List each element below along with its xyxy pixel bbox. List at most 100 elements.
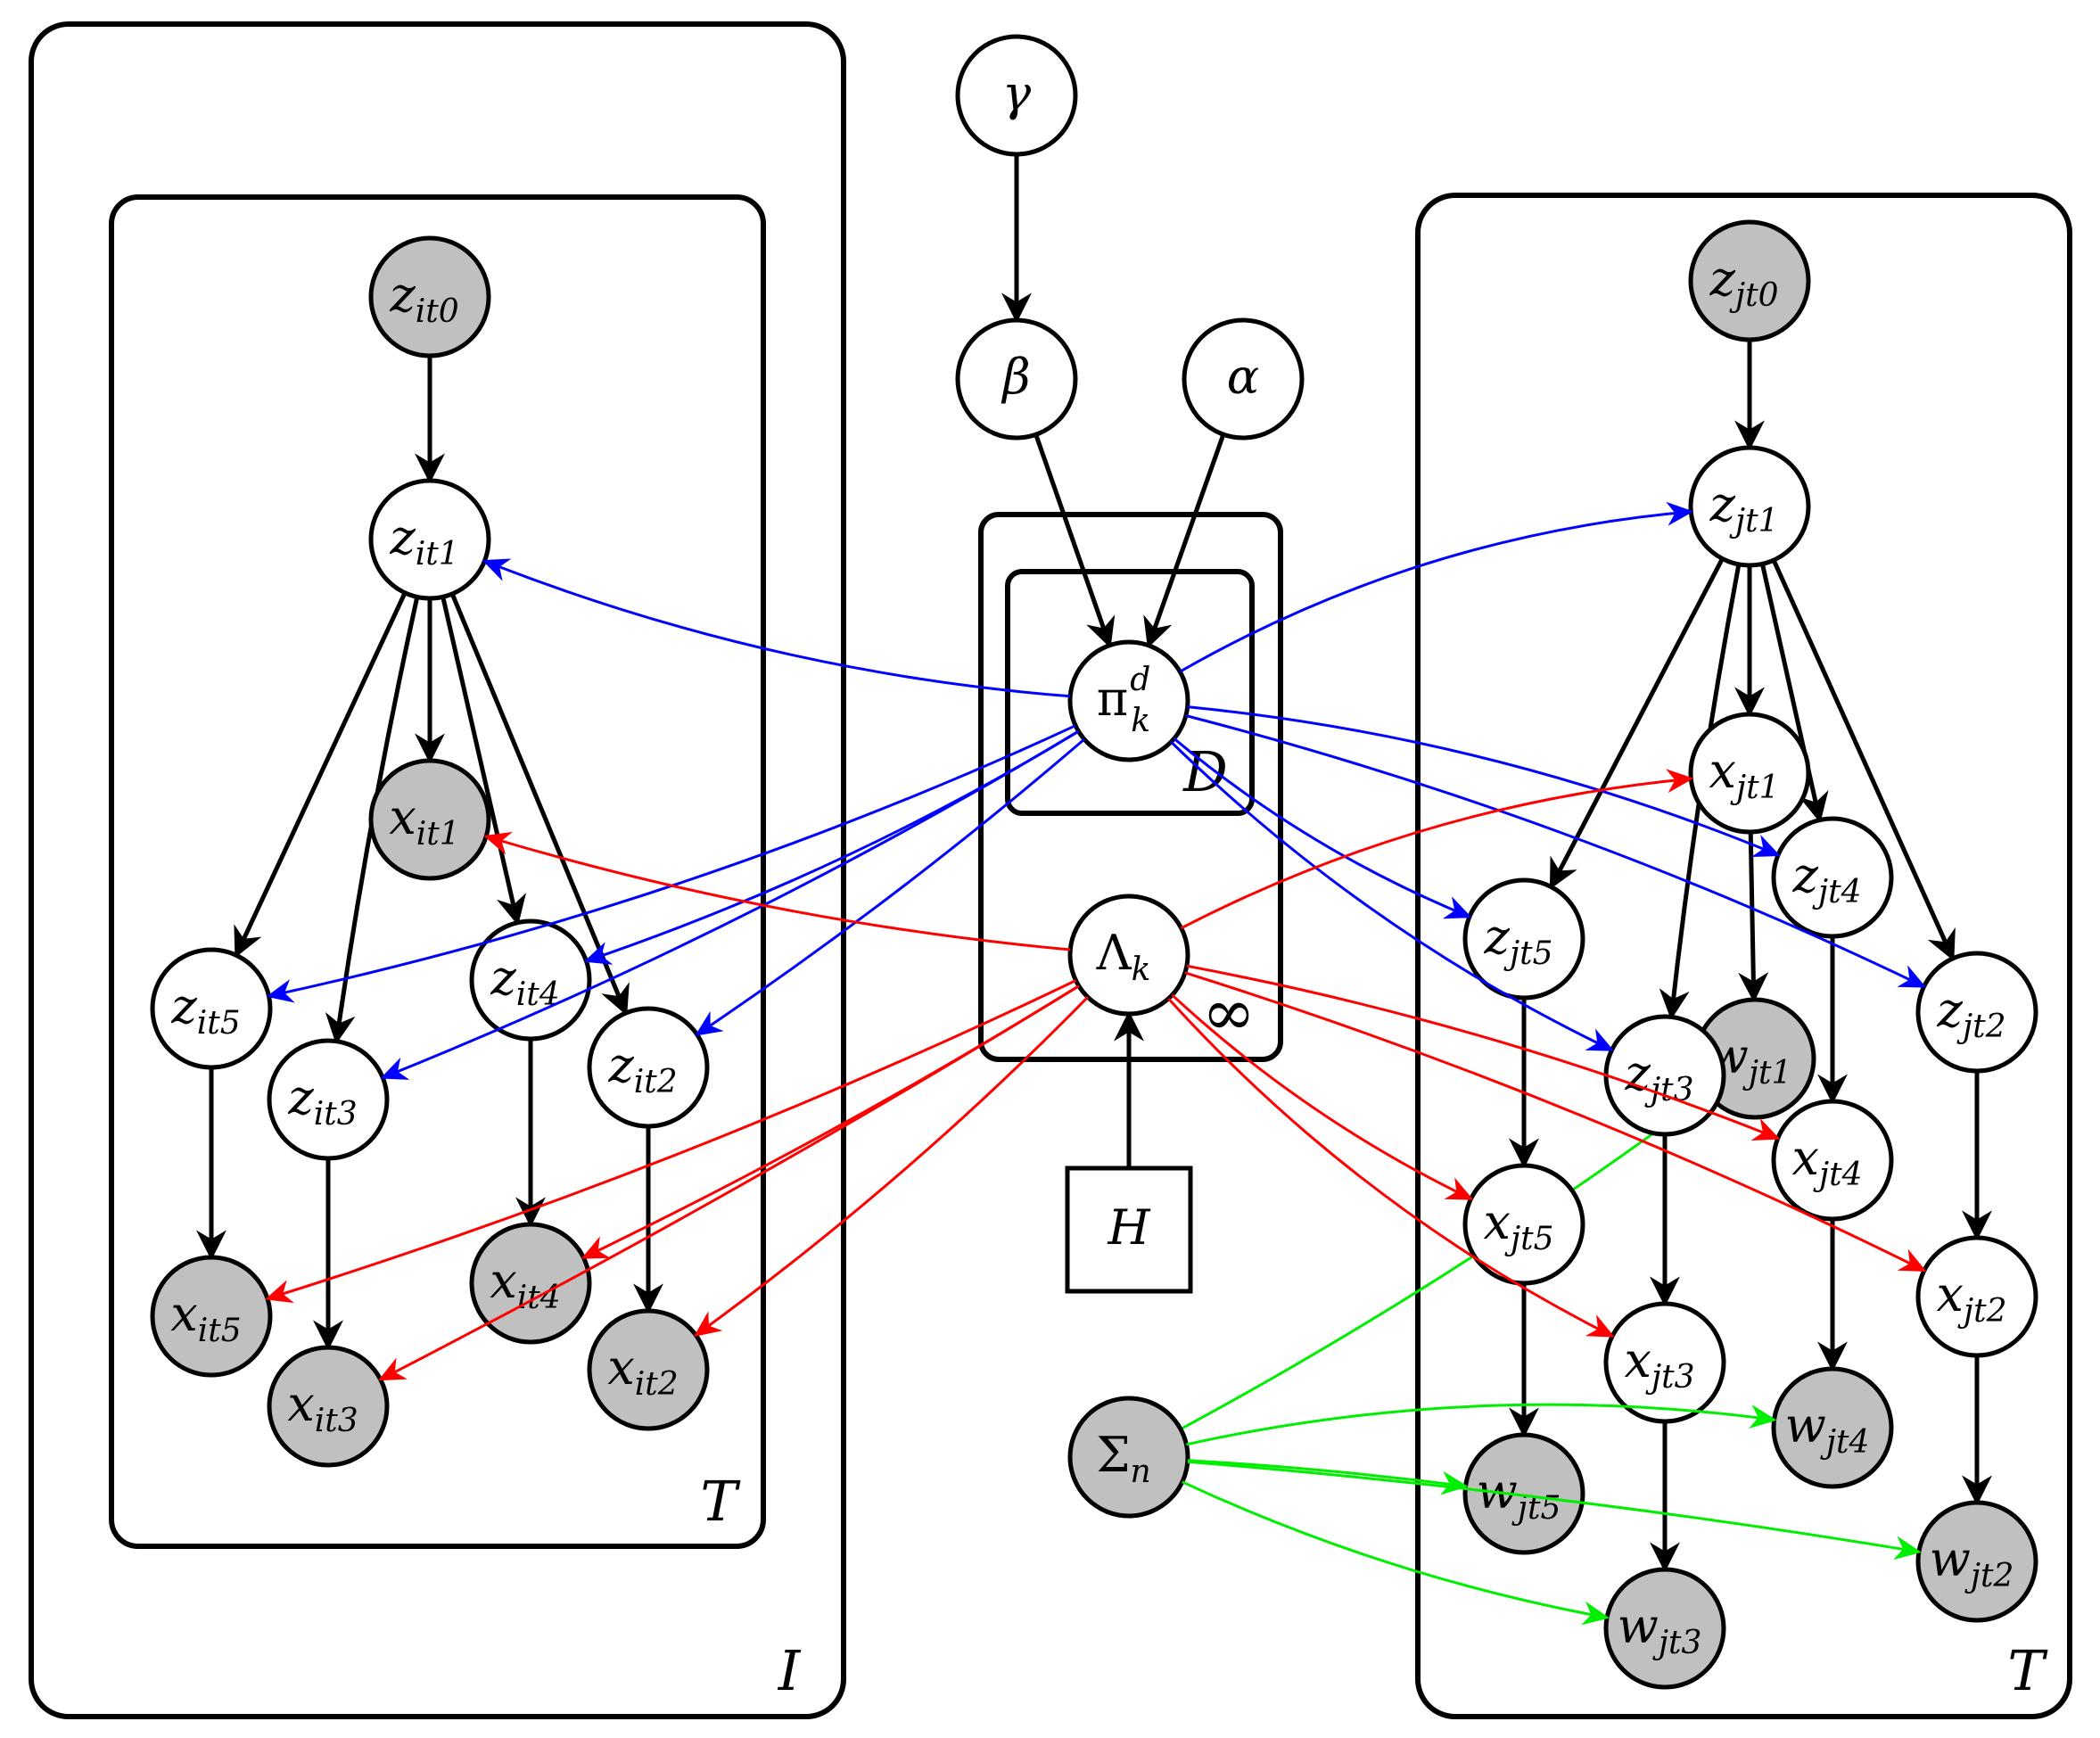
node-pi-shape xyxy=(1067,639,1190,762)
node-z_it2-label: zit2 xyxy=(607,1037,677,1100)
node-x_jt3-shape xyxy=(1603,1301,1726,1424)
node-z_it4: zit4 xyxy=(469,918,592,1042)
node-x_jt1-label: xjt1 xyxy=(1709,743,1779,806)
node-w_jt3: wjt3 xyxy=(1603,1567,1726,1690)
node-x_it3: xit3 xyxy=(267,1345,390,1468)
node-w_jt2-label: wjt2 xyxy=(1930,1531,2014,1594)
edge-lambda-to-x_it5 xyxy=(265,979,1077,1304)
node-z_jt5-shape xyxy=(1462,877,1585,1001)
node-sigma: Σn xyxy=(1067,1396,1190,1519)
node-x_jt4-shape xyxy=(1771,1099,1894,1222)
edge-x_jt1-to-w_jt1 xyxy=(1738,831,1769,1003)
node-z_jt3: zjt3 xyxy=(1603,1014,1726,1137)
node-w_jt2: wjt2 xyxy=(1915,1500,2038,1623)
node-z_jt2-label: zjt2 xyxy=(1937,982,2006,1045)
node-z_it5-shape xyxy=(150,947,273,1070)
node-H-label: H xyxy=(1107,1199,1150,1256)
node-alpha: α xyxy=(1182,317,1305,441)
edge-sigma-to-w_jt2 xyxy=(1187,1460,1922,1561)
node-x_it3-shape xyxy=(267,1345,390,1468)
node-lambda-label: Λk xyxy=(1096,925,1151,988)
node-H: H xyxy=(1065,1166,1193,1294)
node-x_jt3: xjt3 xyxy=(1603,1301,1726,1424)
node-z_it5-label: zit5 xyxy=(170,978,240,1042)
edge-pi-to-z_it5 xyxy=(266,724,1076,1003)
plate-T-left xyxy=(109,194,766,1549)
node-z_jt2-shape xyxy=(1915,951,2038,1074)
node-x_it5-label: xit5 xyxy=(170,1286,241,1349)
node-gamma-label: γ xyxy=(1002,65,1032,121)
node-x_jt4: xjt4 xyxy=(1771,1099,1894,1222)
edge-lambda-to-x_it1 xyxy=(483,831,1071,951)
node-gamma-shape xyxy=(955,34,1078,157)
plate-T-right xyxy=(1415,193,2072,1719)
plate-I xyxy=(29,21,846,1719)
node-z_jt4-shape xyxy=(1771,816,1894,939)
edge-lambda-to-x_it3 xyxy=(378,984,1080,1381)
node-z_it3-label: zit3 xyxy=(287,1069,357,1133)
node-beta-label: β xyxy=(1001,349,1030,405)
plate-D xyxy=(1005,569,1255,816)
edge-z_it1-to-z_it5 xyxy=(234,591,408,959)
node-x_it2-label: xit2 xyxy=(607,1339,678,1403)
node-x_it4-label: xit4 xyxy=(490,1253,560,1316)
node-x_it2-shape xyxy=(587,1308,710,1431)
node-alpha-label: α xyxy=(1227,349,1259,405)
plate-D-label: D xyxy=(1182,739,1228,804)
node-beta-shape xyxy=(955,317,1078,441)
node-sigma-shape xyxy=(1067,1396,1190,1519)
node-z_jt5-label: zjt5 xyxy=(1484,909,1553,972)
edge-pi-to-z_jt1 xyxy=(1179,501,1694,673)
node-z_jt4: zjt4 xyxy=(1771,816,1894,939)
edge-lambda-to-x_jt1 xyxy=(1181,769,1694,930)
edge-pi-to-z_jt4 xyxy=(1187,705,1781,857)
node-z_jt0-shape xyxy=(1688,219,1811,342)
edge-pi-to-z_it2 xyxy=(695,737,1085,1036)
node-z_it5: zit5 xyxy=(150,947,273,1070)
edge-pi-to-z_jt5 xyxy=(1173,737,1472,919)
node-gamma: γ xyxy=(955,34,1078,157)
edge-pi-to-z_it1 xyxy=(482,558,1071,698)
node-z_it3: zit3 xyxy=(267,1038,390,1161)
node-z_it2: zit2 xyxy=(587,1006,710,1129)
node-z_it3-shape xyxy=(267,1038,390,1161)
edge-lambda-to-x_jt3 xyxy=(1167,997,1615,1338)
edge-lambda-to-x_jt4 xyxy=(1186,964,1781,1141)
node-z_it0-shape xyxy=(368,235,491,358)
edge-pi-to-z_it3 xyxy=(380,729,1080,1080)
node-x_it4-shape xyxy=(469,1222,592,1345)
plate-T-left-label: T xyxy=(700,1469,741,1534)
node-x_it4: xit4 xyxy=(469,1222,592,1345)
node-x_it3-label: xit3 xyxy=(287,1376,358,1439)
node-z_it0-label: zit0 xyxy=(389,267,458,330)
edge-sigma-to-w_jt5 xyxy=(1187,1459,1469,1495)
edge-lambda-to-x_jt5 xyxy=(1171,993,1474,1200)
node-x_jt2-label: xjt2 xyxy=(1936,1266,2006,1330)
node-z_jt1: zjt1 xyxy=(1688,445,1811,568)
node-x_it5-shape xyxy=(150,1255,273,1378)
node-z_jt1-label: zjt1 xyxy=(1709,476,1779,540)
node-z_jt5: zjt5 xyxy=(1462,877,1585,1001)
node-alpha-shape xyxy=(1182,317,1305,441)
node-w_jt3-shape xyxy=(1603,1567,1726,1690)
node-x_jt5-shape xyxy=(1462,1163,1585,1286)
node-x_it1-label: xit1 xyxy=(389,789,459,853)
node-z_it4-label: zit4 xyxy=(490,950,559,1013)
edges-layer-colored xyxy=(265,501,1927,1626)
edge-beta-to-pi xyxy=(1034,433,1116,648)
node-w_jt4-label: wjt4 xyxy=(1785,1397,1870,1461)
node-x_jt5: xjt5 xyxy=(1462,1163,1585,1286)
node-x_jt4-label: xjt4 xyxy=(1791,1130,1862,1193)
node-x_jt5-label: xjt5 xyxy=(1483,1194,1553,1257)
node-z_it1-label: zit1 xyxy=(389,509,458,572)
node-z_jt0: zjt0 xyxy=(1688,219,1811,342)
node-x_it1: xit1 xyxy=(368,758,491,881)
edge-z_jt1-to-z_jt4 xyxy=(1759,563,1829,823)
edge-alpha-to-pi xyxy=(1143,433,1226,649)
edges-layer-black xyxy=(196,154,1992,1573)
plate-T-right-label: T xyxy=(2007,1638,2048,1703)
node-w_jt4: wjt4 xyxy=(1771,1366,1894,1489)
node-w_jt5: wjt5 xyxy=(1462,1432,1585,1555)
plate-I-label: I xyxy=(778,1638,802,1703)
